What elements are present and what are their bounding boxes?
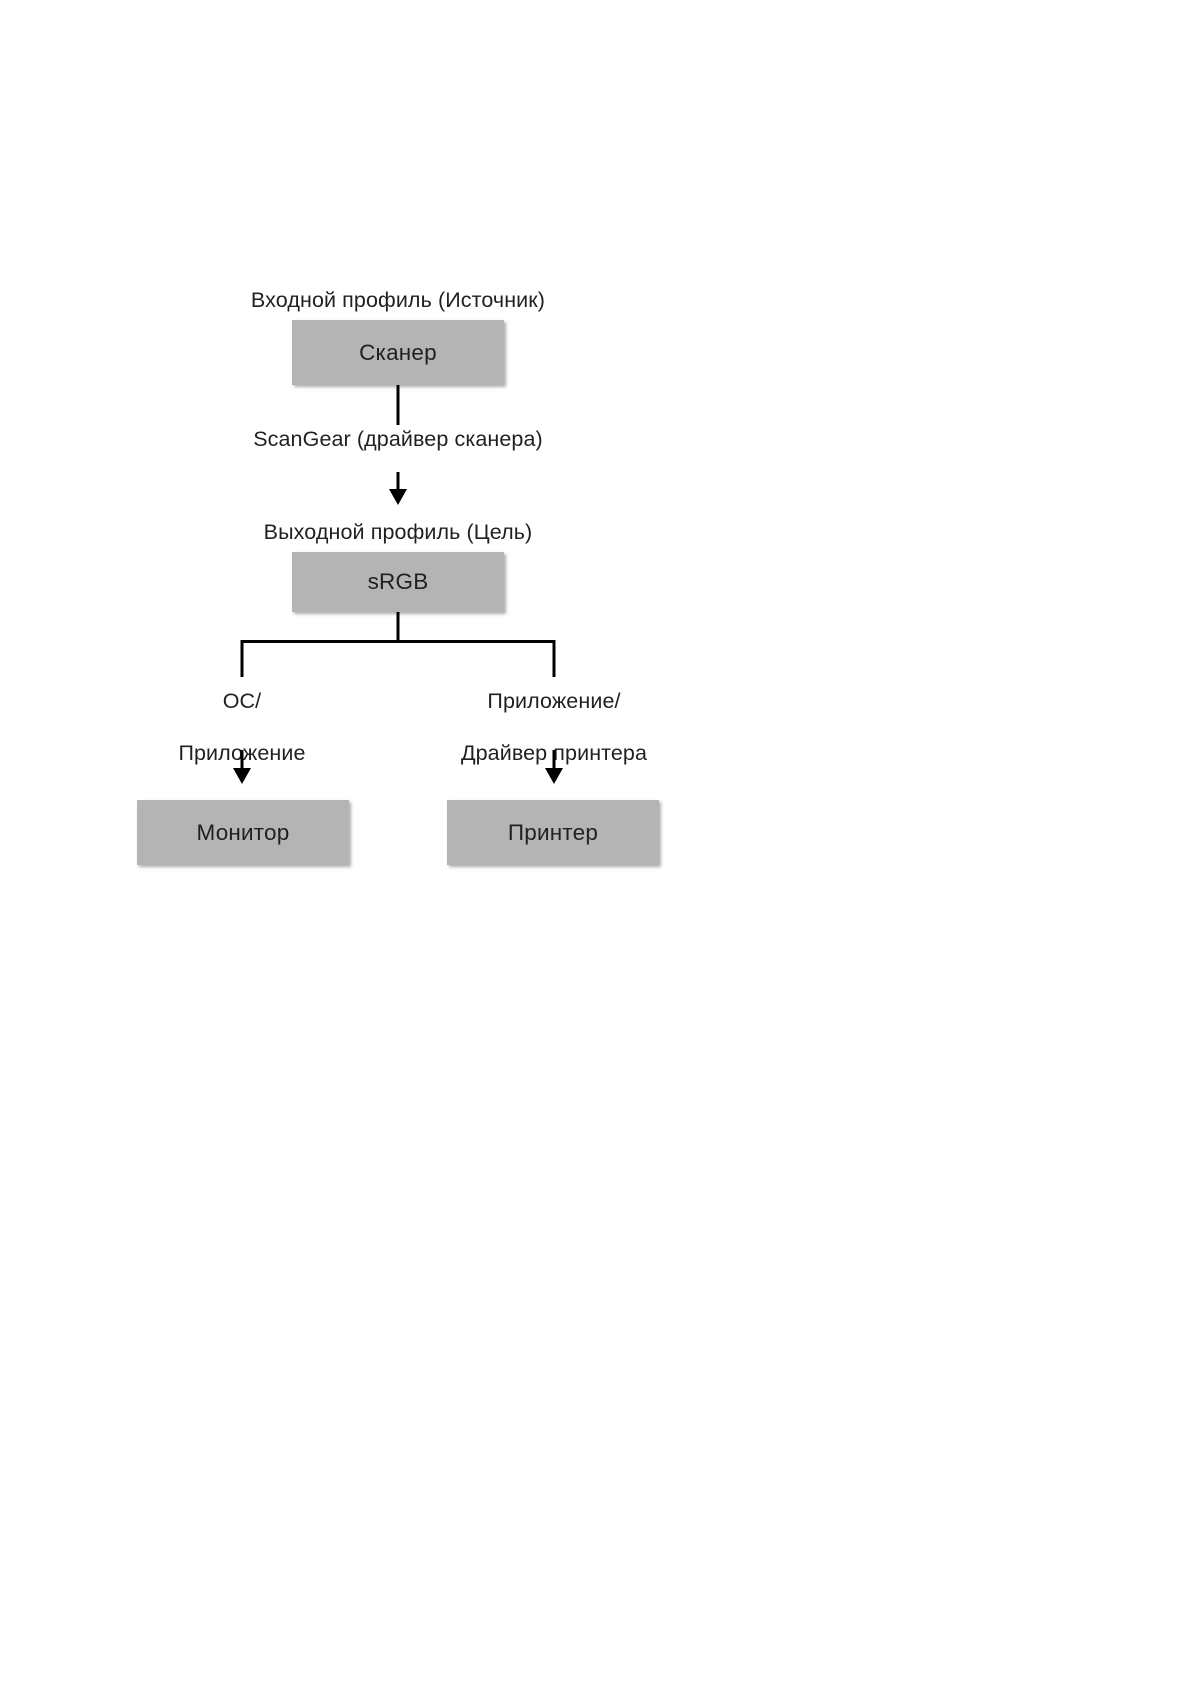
- edge-srgb-to-printer-drop: [552, 640, 556, 677]
- node-printer-label: Принтер: [507, 819, 599, 845]
- os-application-edge-label-line1: ОС/: [222, 689, 262, 713]
- edge-srgb-split-stub: [396, 612, 400, 643]
- input-profile-caption: Входной профиль (Источник): [250, 288, 546, 312]
- output-profile-caption: Выходной профиль (Цель): [263, 520, 533, 544]
- application-printer-driver-edge-label-line2: Драйвер принтера: [460, 741, 648, 765]
- node-scanner-label: Сканер: [359, 339, 437, 365]
- edge-to-printer-line: [552, 750, 556, 778]
- application-printer-driver-edge-label: Приложение/ Драйвер принтера: [461, 688, 647, 792]
- application-printer-driver-edge-label-line1: Приложение/: [487, 689, 621, 713]
- edge-scanner-to-srgb-arrowhead: [389, 489, 407, 505]
- edge-srgb-split-bar: [241, 640, 555, 643]
- scangear-edge-label: ScanGear (драйвер сканера): [249, 426, 547, 452]
- edge-to-monitor-arrowhead: [233, 768, 251, 784]
- edge-scanner-to-srgb-upper-line: [396, 385, 400, 425]
- node-printer[interactable]: Принтер: [447, 800, 659, 865]
- node-srgb[interactable]: sRGB: [292, 552, 504, 612]
- node-monitor[interactable]: Монитор: [137, 800, 349, 865]
- edge-srgb-to-monitor-drop: [240, 640, 244, 677]
- edge-to-monitor-line: [240, 750, 244, 778]
- node-monitor-label: Монитор: [196, 819, 290, 845]
- edge-to-printer-arrowhead: [545, 768, 563, 784]
- edge-scanner-to-srgb-lower-line: [396, 472, 400, 496]
- node-scanner[interactable]: Сканер: [292, 320, 504, 385]
- node-srgb-label: sRGB: [367, 569, 429, 594]
